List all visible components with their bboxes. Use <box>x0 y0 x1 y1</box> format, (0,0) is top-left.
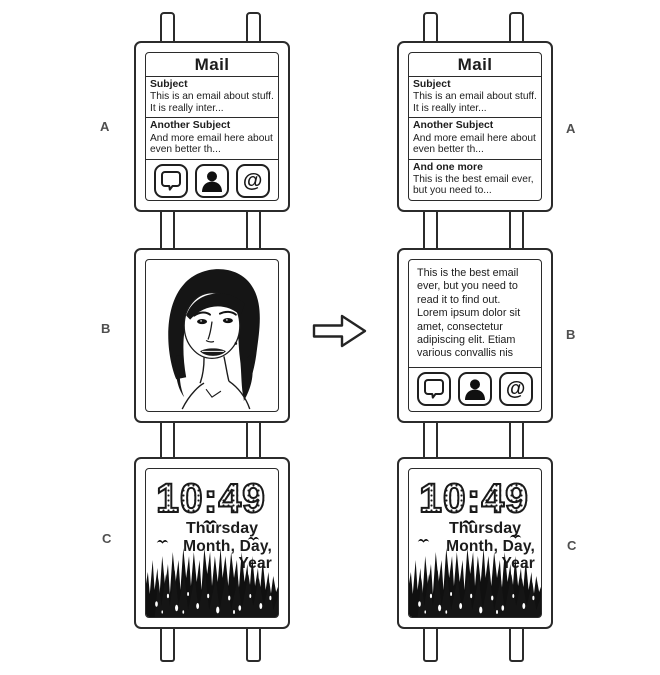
clock-screen: 10:49 Thursday Month, Day, Year <box>145 468 279 618</box>
email-body: This is the best email ever, but you nee… <box>417 267 521 360</box>
hinge-post <box>246 205 261 253</box>
email-snippet: This is an email about stuff. It is real… <box>413 91 537 114</box>
transition-arrow-icon <box>312 314 367 348</box>
email-list-item: Another Subject And more email here abou… <box>146 117 278 158</box>
contact-icon <box>194 163 229 198</box>
clock-screen: 10:49 Thursday Month, Day, Year <box>408 468 542 618</box>
at-icon: @ <box>498 372 533 406</box>
mail-app-title: Mail <box>194 55 230 74</box>
device-column-before: Mail Subject This is an email about stuf… <box>134 0 290 675</box>
figure-label-a-right: A <box>566 121 576 136</box>
chat-bubble-icon <box>154 163 189 198</box>
email-list-item: Subject This is an email about stuff. It… <box>409 76 541 117</box>
bird-icon <box>156 532 169 550</box>
app-dock: @ <box>409 367 541 411</box>
mail-app-screen: Mail Subject This is an email about stuf… <box>408 52 542 201</box>
email-subject: Subject <box>413 79 451 90</box>
bird-icon <box>247 529 260 547</box>
hinge-post <box>423 205 438 253</box>
clock-time: 10:49 <box>409 477 529 520</box>
contact-icon <box>457 372 492 406</box>
email-subject: Another Subject <box>413 120 494 132</box>
email-list-item: Another Subject And more email here abou… <box>409 117 541 158</box>
email-reader-screen: This is the best email ever, but you nee… <box>408 259 542 412</box>
email-snippet: This is an email about stuff. It is real… <box>150 91 274 114</box>
figure-label-c-left: C <box>102 531 112 546</box>
device-b-before <box>134 248 290 423</box>
email-subject: Another Subject <box>150 120 231 132</box>
at-glyph: @ <box>505 378 526 400</box>
grass-illustration <box>409 548 541 617</box>
email-snippet: This is the best email ever, but you nee… <box>413 173 534 197</box>
bird-icon <box>417 531 430 549</box>
figure-label-c-right: C <box>567 538 577 553</box>
device-column-after: Mail Subject This is an email about stuf… <box>397 0 553 675</box>
photo-screen <box>145 259 279 412</box>
hinge-post <box>160 205 175 253</box>
bird-icon <box>461 513 477 531</box>
device-a-after: Mail Subject This is an email about stuf… <box>397 41 553 212</box>
bird-icon <box>202 513 218 531</box>
device-a-before: Mail Subject This is an email about stuf… <box>134 41 290 212</box>
device-c-after: 10:49 Thursday Month, Day, Year <box>397 457 553 629</box>
grass-illustration <box>146 548 278 617</box>
email-list-item: Subject This is an email about stuff. It… <box>146 76 278 117</box>
clock-day: Thursday <box>448 520 521 537</box>
email-subject: Subject <box>150 79 188 90</box>
mail-app-title: Mail <box>457 55 493 74</box>
mail-app-screen: Mail Subject This is an email about stuf… <box>145 52 279 201</box>
figure-label-b-left: B <box>101 321 111 336</box>
hinge-post <box>160 624 175 662</box>
bird-icon <box>509 527 522 545</box>
hinge-post <box>509 624 524 662</box>
email-subject: And one more <box>413 161 483 173</box>
hinge-post <box>423 624 438 662</box>
email-snippet: And more email here about even better th… <box>413 132 536 156</box>
portrait-illustration <box>168 269 260 410</box>
chat-bubble-icon <box>417 372 452 406</box>
at-glyph: @ <box>242 169 263 192</box>
email-snippet: And more email here about even better th… <box>150 132 273 156</box>
hinge-post <box>246 624 261 662</box>
email-list-item: And one more This is the best email ever… <box>409 158 541 200</box>
device-b-after: This is the best email ever, but you nee… <box>397 248 553 423</box>
hinge-post <box>509 205 524 253</box>
clock-day: Thursday <box>185 520 258 537</box>
clock-time: 10:49 <box>146 477 266 520</box>
figure-label-b-right: B <box>566 327 576 342</box>
device-c-before: 10:49 Thursday Month, Day, Year <box>134 457 290 629</box>
at-icon: @ <box>235 163 270 198</box>
figure-label-a-left: A <box>100 119 110 134</box>
app-dock: @ <box>146 158 278 200</box>
